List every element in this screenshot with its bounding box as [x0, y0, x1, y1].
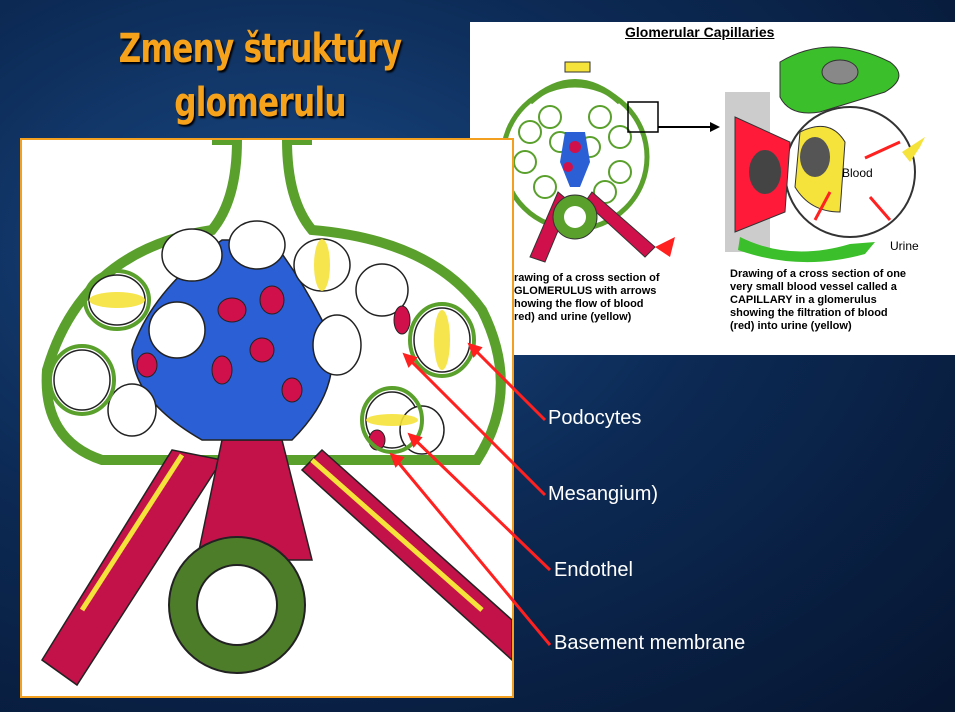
label-mesangium: Mesangium) [548, 483, 658, 506]
basement-pointer [392, 455, 550, 645]
label-podocytes: Podocytes [548, 407, 641, 430]
podocytes-pointer [470, 345, 545, 420]
mesangium-pointer [405, 355, 545, 495]
label-basement-membrane: Basement membrane [554, 632, 745, 655]
label-endothel: Endothel [554, 559, 633, 582]
